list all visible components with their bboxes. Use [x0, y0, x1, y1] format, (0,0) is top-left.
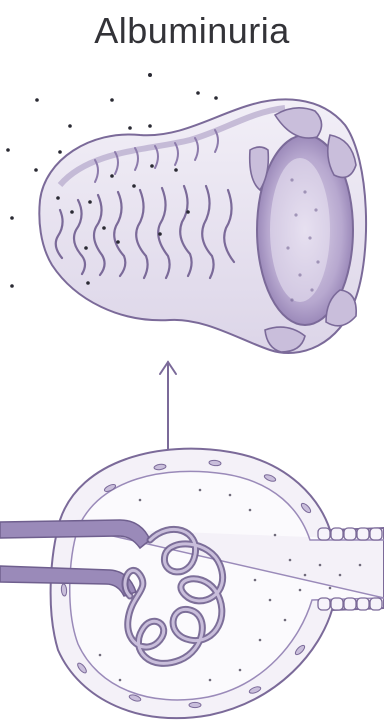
filtration-barrier-icon — [39, 99, 366, 353]
glomerulus-icon — [0, 449, 384, 718]
